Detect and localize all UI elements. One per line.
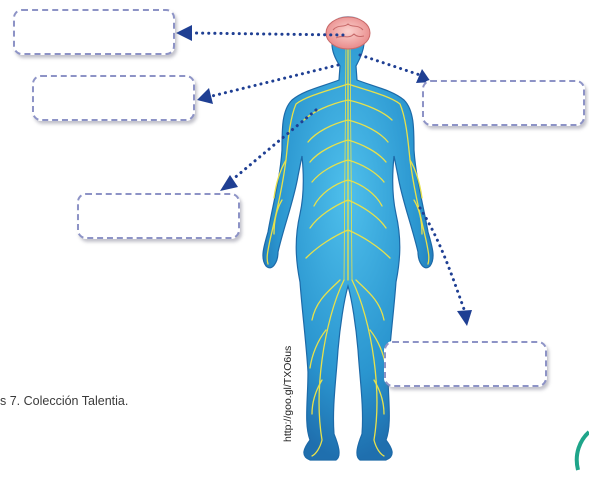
arrowhead-1 [176,25,192,41]
caption-text: s 7. Colección Talentia. [0,394,128,408]
arrowhead-2 [197,88,213,104]
label-box-thoracic-nerves[interactable] [77,193,240,239]
arrowhead-5 [457,310,472,326]
label-box-spinal-cord[interactable] [32,75,195,121]
source-caption: s 7. Colección Talentia. [0,394,220,414]
arrow-to-box-3 [360,55,420,75]
brain-icon [326,17,370,49]
label-box-peripheral-nerves[interactable] [384,341,547,387]
label-box-brain[interactable] [13,9,175,55]
label-box-cerebellum[interactable] [422,80,585,126]
image-source-url: http://goo.gl/TXO6us [282,346,294,442]
arrow-to-box-1 [192,33,343,35]
corner-decoration [577,432,589,470]
